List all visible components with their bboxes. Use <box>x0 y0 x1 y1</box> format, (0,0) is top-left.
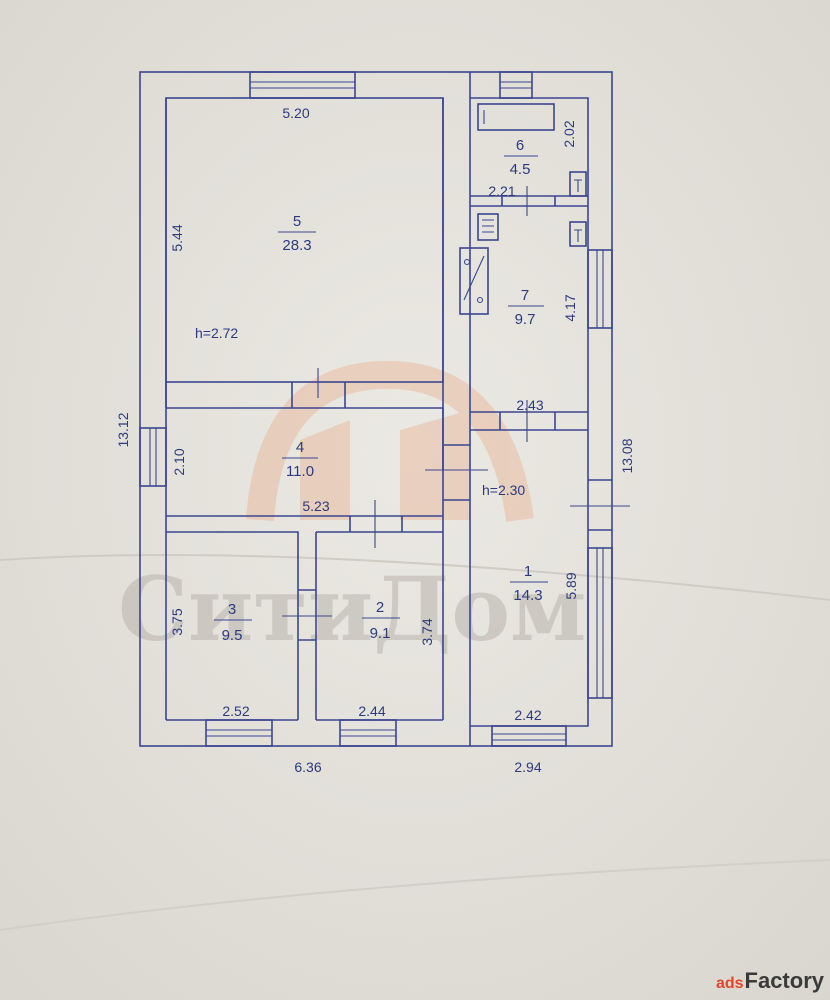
logo-prefix: ads <box>715 975 744 992</box>
watermark <box>246 360 534 522</box>
room-3-number: 3 <box>228 601 236 618</box>
door-3-2 <box>298 589 316 641</box>
room-5-number: 5 <box>293 213 301 230</box>
room-7-number: 7 <box>521 287 529 304</box>
bathtub-icon <box>477 103 555 131</box>
sink-icon <box>569 221 587 247</box>
room-6-area: 4.5 <box>510 161 531 178</box>
door-5-4 <box>291 382 346 408</box>
paper-fold <box>0 859 830 931</box>
dim-room4-width: 5.23 <box>302 498 329 514</box>
window-glass <box>492 733 566 741</box>
watermark-arch <box>246 360 534 522</box>
room-5-area: 28.3 <box>282 237 311 254</box>
dim-room6-width: 2.21 <box>488 183 515 199</box>
room-1-number: 1 <box>524 563 532 580</box>
dim-room5-height: 5.44 <box>169 224 185 251</box>
oven-icon <box>459 247 489 315</box>
dim-room6-height: 2.02 <box>561 120 577 147</box>
window-room-1 <box>587 547 613 699</box>
room-labels: 5 28.3 6 4.5 7 9.7 4 11.0 1 14.3 3 9.5 2… <box>195 137 548 644</box>
windows <box>139 71 613 747</box>
window-glass <box>596 548 604 698</box>
logo-brand: Factory <box>744 968 824 993</box>
oven-knob <box>463 258 471 266</box>
watermark-text: СитиДом <box>118 557 587 661</box>
window-glass <box>596 250 604 328</box>
oven-knob <box>476 296 484 304</box>
window-room-1-bottom <box>491 725 567 747</box>
window-room-3 <box>205 719 273 747</box>
wall-line <box>166 407 444 470</box>
watermark-house-icon <box>300 420 350 520</box>
dim-room5-width: 5.20 <box>282 105 309 121</box>
window-room-6 <box>499 71 533 99</box>
adsfactory-logo: adsFactory <box>716 968 824 994</box>
ceiling-height-right: h=2.30 <box>482 482 525 498</box>
room-6-number: 6 <box>516 137 524 154</box>
stove-icon <box>477 213 499 241</box>
dim-total-left-width: 6.36 <box>294 759 321 775</box>
dim-room2-width: 2.44 <box>358 703 385 719</box>
dim-room4-height: 2.10 <box>171 448 187 475</box>
watermark-house-icon <box>400 410 470 520</box>
window-room-7 <box>587 249 613 329</box>
room-2-number: 2 <box>376 599 384 616</box>
dim-room2-height: 3.74 <box>419 618 435 645</box>
room-7-area: 9.7 <box>515 311 536 328</box>
window-glass <box>250 81 355 89</box>
wall-line <box>470 411 588 431</box>
dimension-labels: 5.20 5.44 2.02 2.21 4.17 2.43 2.10 5.23 … <box>115 105 635 775</box>
ceiling-height-left: h=2.72 <box>195 325 238 341</box>
window-room-4 <box>139 427 167 487</box>
dim-total-right-width: 2.94 <box>514 759 541 775</box>
room-1-area: 14.3 <box>513 587 542 604</box>
window-glass <box>206 729 272 737</box>
window-room-5 <box>249 71 356 99</box>
dim-total-right-height: 13.08 <box>619 438 635 473</box>
door-7-1 <box>499 412 556 430</box>
sink-mark <box>574 179 582 192</box>
stove-burners <box>482 219 494 233</box>
dim-room7-height: 4.17 <box>562 294 578 321</box>
window-glass <box>340 729 396 737</box>
wall-line <box>470 195 588 207</box>
paper-fold <box>0 554 830 601</box>
dim-room1-height: 5.89 <box>563 572 579 599</box>
room-4-number: 4 <box>296 439 304 456</box>
oven-diagonal <box>463 255 485 301</box>
door-4-1 <box>443 444 470 501</box>
dim-room1-width: 2.42 <box>514 707 541 723</box>
dim-room3-width: 2.52 <box>222 703 249 719</box>
room-3-area: 9.5 <box>222 627 243 644</box>
sink-mark <box>574 229 582 242</box>
wall-line <box>166 515 443 720</box>
door-4-2 <box>349 516 403 532</box>
window-glass <box>500 81 532 89</box>
room-4-area: 11.0 <box>286 463 314 480</box>
window-room-2 <box>339 719 397 747</box>
entrance-door <box>588 479 612 531</box>
dim-room3-height: 3.75 <box>169 608 185 635</box>
room-2-area: 9.1 <box>370 625 391 642</box>
fixtures <box>459 103 587 315</box>
window-glass <box>149 428 157 486</box>
door-6-7 <box>501 196 556 206</box>
sink-icon <box>569 171 587 197</box>
dim-corridor-width: 2.43 <box>516 397 543 413</box>
dim-total-left-height: 13.12 <box>115 412 131 447</box>
